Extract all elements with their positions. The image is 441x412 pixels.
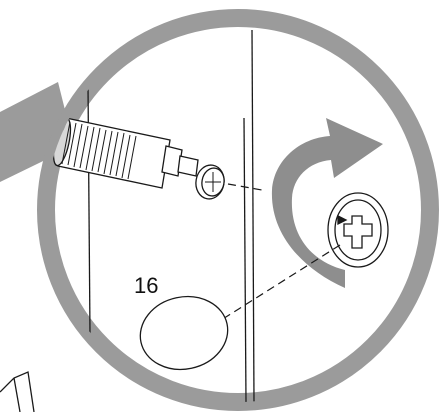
cam-dowel-bolt bbox=[52, 117, 225, 200]
cover-cap bbox=[139, 295, 229, 371]
magnifier-lens bbox=[37, 9, 439, 411]
cam-lock-icon bbox=[327, 192, 389, 268]
leader-line bbox=[217, 244, 341, 323]
part-number-label: 16 bbox=[134, 273, 158, 298]
alignment-line bbox=[227, 183, 263, 191]
magnifier-pointer bbox=[0, 82, 74, 182]
clockwise-arrow-icon bbox=[271, 118, 383, 288]
panel-corner bbox=[0, 371, 35, 412]
